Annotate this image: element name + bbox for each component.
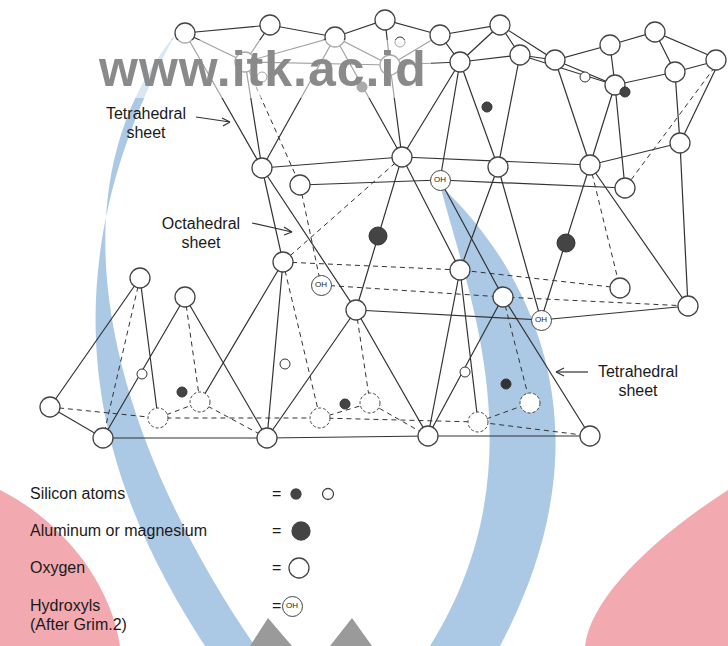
lattice-part — [50, 402, 590, 438]
lattice-part — [273, 252, 293, 272]
hidden-oxygen-atoms — [148, 392, 540, 432]
lattice-part — [520, 393, 540, 413]
legend-text: Hydroxyls (After Grim.2) — [30, 596, 136, 634]
lattice-part — [482, 102, 492, 112]
hydroxyl-circle: OH — [531, 310, 552, 331]
lattice-part — [430, 185, 556, 646]
lattice-part — [310, 408, 330, 428]
lattice-part — [557, 234, 575, 252]
lattice-part — [585, 490, 728, 646]
equals-sign: = — [272, 521, 281, 540]
lattice-part — [50, 407, 590, 438]
lattice-part — [148, 408, 168, 428]
sheet-label: Tetrahedral sheet — [98, 104, 194, 142]
lattice-part — [40, 397, 60, 417]
lattice-part — [620, 87, 630, 97]
lattice-part — [580, 426, 600, 446]
lattice-part — [450, 260, 470, 280]
lattice-part — [580, 72, 590, 82]
legend-text: Silicon atoms — [30, 484, 125, 503]
lattice-part — [610, 278, 630, 298]
lattice-part — [580, 155, 600, 175]
lattice-part — [645, 22, 665, 42]
lattice-part — [250, 618, 372, 646]
lattice-part — [490, 15, 510, 35]
lattice-part — [360, 393, 380, 413]
lattice-part — [137, 369, 147, 379]
lattice-part — [96, 35, 255, 646]
lattice-part — [600, 35, 620, 55]
legend-samples — [289, 489, 334, 579]
lattice-part — [678, 296, 698, 316]
oxygen-atoms — [40, 10, 726, 448]
lattice-part — [103, 262, 530, 438]
hidden-bond-lines — [50, 60, 720, 438]
lattice-part — [418, 426, 438, 446]
lattice-part — [280, 359, 290, 369]
lattice-part — [430, 25, 450, 45]
lattice-part — [375, 10, 395, 30]
lattice-part — [262, 143, 688, 320]
lattice-part — [510, 45, 530, 65]
leader-lines — [196, 117, 588, 376]
lattice-part — [260, 15, 280, 35]
equals-sign: = — [272, 558, 281, 577]
hydroxyl-circle: OH — [311, 275, 332, 296]
sheet-label: Octahedral sheet — [152, 214, 250, 252]
hydroxyl-circle: OH — [430, 170, 451, 191]
lattice-part — [340, 399, 350, 409]
lattice-part — [369, 227, 387, 245]
lattice-part — [706, 50, 726, 70]
lattice-part — [665, 62, 685, 82]
lattice-part — [252, 223, 292, 232]
lattice-part — [670, 133, 690, 153]
legend-text: Oxygen — [30, 558, 85, 577]
lattice-part — [190, 392, 210, 412]
lattice-part — [392, 147, 412, 167]
lattice-part — [289, 558, 309, 578]
hydroxyl-label: OH — [286, 602, 298, 610]
lattice-part — [175, 287, 195, 307]
lattice-part — [290, 175, 310, 195]
sheet-label: Tetrahedral sheet — [590, 362, 686, 400]
bond-lines — [50, 20, 720, 438]
lattice-part — [346, 300, 366, 320]
lattice-part — [292, 522, 310, 540]
aluminum-magnesium-atoms — [369, 227, 575, 252]
lattice-part — [450, 52, 470, 72]
lattice-part — [130, 268, 150, 288]
hydroxyl-circle: OH — [282, 596, 303, 617]
lattice-part — [222, 118, 230, 126]
hydroxyl-label: OH — [315, 281, 327, 289]
legend-text: Aluminum or magnesium — [30, 521, 207, 540]
lattice-part — [556, 371, 588, 372]
lattice-part — [493, 287, 513, 307]
lattice-part — [545, 50, 565, 70]
lattice-part — [291, 489, 301, 499]
lattice-part — [501, 379, 511, 389]
lattice-part — [323, 489, 334, 500]
lattice-part — [93, 428, 113, 448]
lattice-part — [488, 157, 508, 177]
lattice-part — [615, 178, 635, 198]
lattice-part — [556, 368, 564, 376]
lattice-part — [468, 412, 488, 432]
lattice-part — [252, 158, 272, 178]
hydroxyl-label: OH — [535, 316, 547, 324]
equals-sign: = — [272, 484, 281, 503]
lattice-part — [460, 367, 470, 377]
hydroxyl-label: OH — [434, 176, 446, 184]
lattice-part — [284, 227, 292, 235]
lattice-part — [257, 428, 277, 448]
lattice-part — [50, 262, 590, 438]
watermark: www.itk.ac.id — [95, 40, 431, 98]
equals-sign: = — [272, 596, 281, 615]
lattice-part — [177, 387, 187, 397]
